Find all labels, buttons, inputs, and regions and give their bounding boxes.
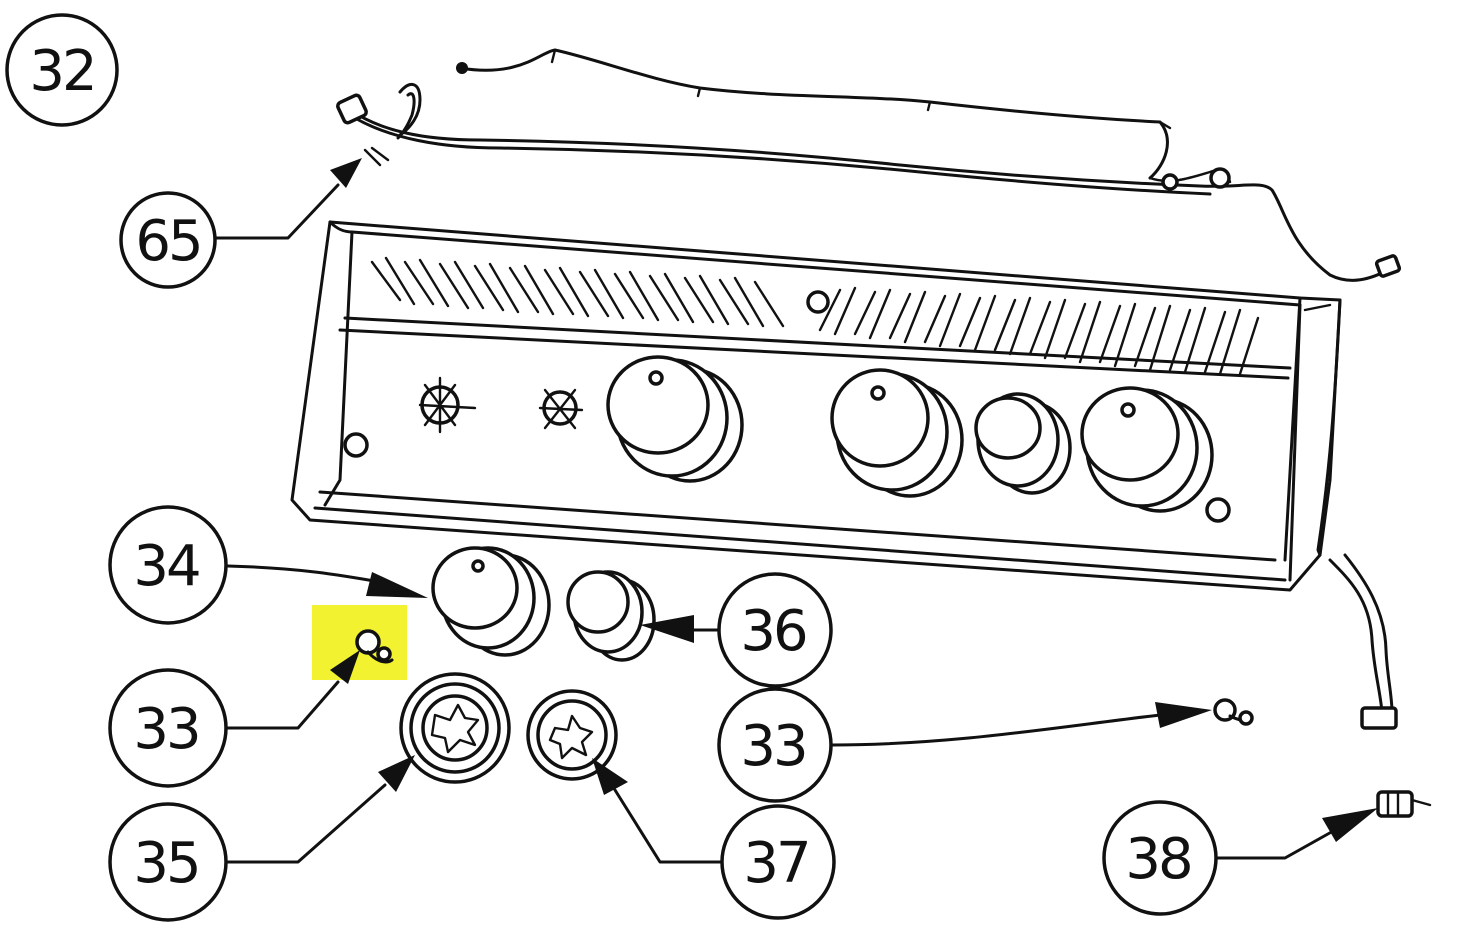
callout-33-right: 33 <box>717 687 833 803</box>
callout-label: 33 <box>133 697 198 762</box>
callout-label: 37 <box>743 831 808 896</box>
callout-label: 65 <box>135 209 200 274</box>
callout-label: 38 <box>1125 827 1190 892</box>
knob-34 <box>431 546 551 657</box>
bezel-37 <box>526 689 618 781</box>
panel-knob-3 <box>974 392 1072 495</box>
screw-hole-right <box>1205 497 1231 523</box>
vent-slots <box>370 256 1260 376</box>
knob-36 <box>566 570 656 662</box>
callout-label: 36 <box>740 599 806 664</box>
panel-knob-2 <box>830 368 964 498</box>
screw-33 <box>1213 698 1254 726</box>
callout-label: 35 <box>133 831 198 896</box>
wire-harness <box>336 48 1402 282</box>
callout-65: 65 <box>119 191 217 289</box>
screw-hole-left <box>343 432 369 458</box>
panel-knob-4 <box>1080 386 1214 513</box>
callout-label: 32 <box>29 39 94 104</box>
panel-knob-1 <box>606 355 744 483</box>
callout-38: 38 <box>1102 800 1218 916</box>
callout-35: 35 <box>108 802 228 922</box>
callout-label: 33 <box>740 714 805 779</box>
leaders <box>213 158 1378 864</box>
bezel-35 <box>399 672 511 784</box>
callout-34: 34 <box>108 505 228 625</box>
callout-36: 36 <box>717 572 833 688</box>
highlighted-screw-33 <box>312 605 407 680</box>
control-panel <box>290 220 1398 730</box>
ignition-button-1 <box>418 376 477 434</box>
ignition-button-2 <box>538 388 584 430</box>
callout-label: 34 <box>133 534 199 599</box>
callout-37: 37 <box>720 804 836 920</box>
callout-33-left: 33 <box>108 668 228 788</box>
connector-38 <box>1376 790 1432 818</box>
callout-32: 32 <box>5 13 119 127</box>
